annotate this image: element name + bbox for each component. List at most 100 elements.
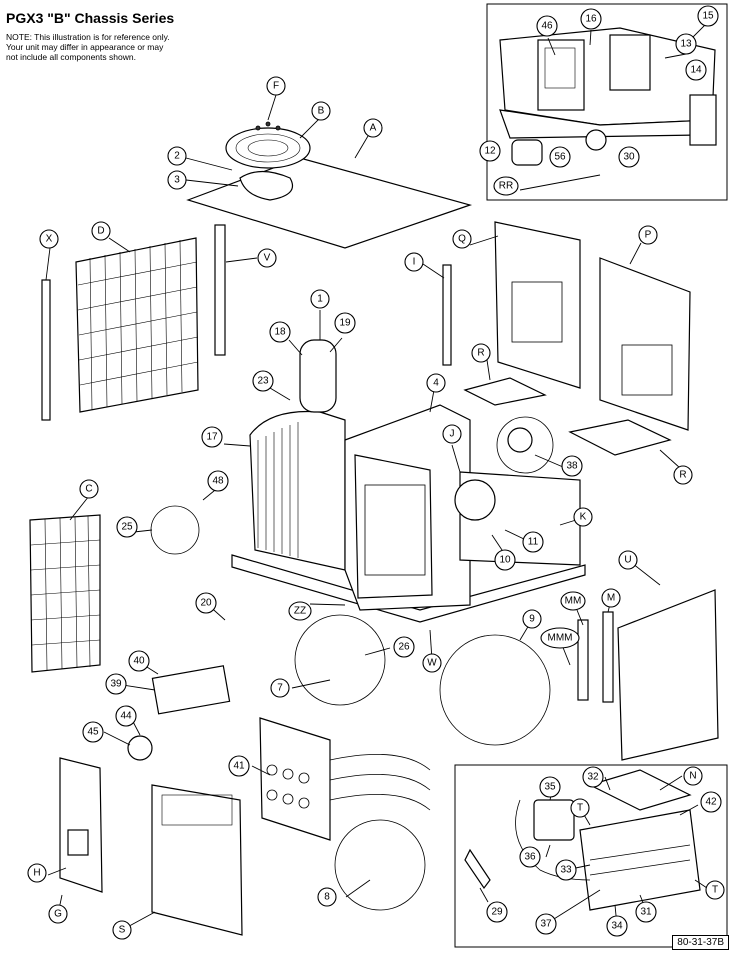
svg-text:S: S <box>119 925 126 936</box>
svg-text:23: 23 <box>257 376 269 387</box>
condenser-grilles <box>29 224 226 673</box>
svg-text:32: 32 <box>587 772 599 783</box>
callout-44: 44 <box>115 705 137 727</box>
callout-19: 19 <box>334 312 356 334</box>
svg-text:12: 12 <box>484 146 496 157</box>
detail-circles <box>150 416 554 911</box>
callout-10: 10 <box>494 549 516 571</box>
callout-V: V <box>257 248 277 268</box>
svg-text:11: 11 <box>528 537 539 548</box>
callout-14: 14 <box>685 59 707 81</box>
callout-4: 4 <box>426 373 446 393</box>
callout-3: 3 <box>167 170 187 190</box>
svg-text:36: 36 <box>524 852 536 863</box>
svg-text:C: C <box>85 484 92 495</box>
callout-41: 41 <box>228 755 250 777</box>
callout-A: A <box>363 118 383 138</box>
svg-text:10: 10 <box>499 555 511 566</box>
svg-text:31: 31 <box>640 907 652 918</box>
svg-text:25: 25 <box>121 522 133 533</box>
callout-12: 12 <box>479 140 501 162</box>
callout-C: C <box>79 479 99 499</box>
callout-B: B <box>311 101 331 121</box>
callout-MMM: MMM <box>540 627 580 649</box>
callout-2: 2 <box>167 146 187 166</box>
svg-text:45: 45 <box>87 727 99 738</box>
callout-U: U <box>618 550 638 570</box>
callout-T-1: T <box>570 798 590 818</box>
callout-15: 15 <box>697 5 719 27</box>
callout-F: F <box>266 76 286 96</box>
svg-text:44: 44 <box>120 711 132 722</box>
svg-text:14: 14 <box>690 65 702 76</box>
svg-text:39: 39 <box>110 679 122 690</box>
callout-16: 16 <box>580 8 602 30</box>
svg-text:18: 18 <box>274 327 286 338</box>
svg-text:33: 33 <box>560 865 572 876</box>
svg-text:34: 34 <box>611 921 623 932</box>
svg-text:37: 37 <box>540 919 552 930</box>
svg-text:29: 29 <box>491 907 503 918</box>
svg-text:G: G <box>54 909 62 920</box>
svg-text:Q: Q <box>458 234 466 245</box>
callout-MM: MM <box>560 591 586 611</box>
callout-7: 7 <box>270 678 290 698</box>
callout-48: 48 <box>207 470 229 492</box>
callout-34: 34 <box>606 915 628 937</box>
callout-8: 8 <box>317 887 337 907</box>
svg-text:RR: RR <box>499 181 513 192</box>
svg-text:U: U <box>624 555 631 566</box>
svg-text:16: 16 <box>585 14 597 25</box>
callout-RR: RR <box>493 176 519 196</box>
callout-56: 56 <box>549 146 571 168</box>
control-panel-inset <box>486 3 728 201</box>
callout-31: 31 <box>635 901 657 923</box>
svg-text:K: K <box>580 512 587 523</box>
svg-text:42: 42 <box>705 797 717 808</box>
svg-text:N: N <box>689 771 696 782</box>
access-panels-right <box>577 589 719 761</box>
callout-Q: Q <box>452 229 472 249</box>
svg-text:4: 4 <box>433 378 439 389</box>
callout-33: 33 <box>555 859 577 881</box>
callout-11: 11 <box>522 531 544 553</box>
callout-1: 1 <box>310 289 330 309</box>
callout-32: 32 <box>582 766 604 788</box>
svg-text:35: 35 <box>544 782 556 793</box>
svg-text:MMM: MMM <box>548 633 573 644</box>
callout-S: S <box>112 920 132 940</box>
reference-code: 80-31-37B <box>672 935 729 950</box>
svg-text:38: 38 <box>566 461 578 472</box>
callout-40: 40 <box>128 650 150 672</box>
callout-35: 35 <box>539 776 561 798</box>
callout-D: D <box>91 221 111 241</box>
svg-text:19: 19 <box>339 318 351 329</box>
diagram-note: NOTE: This illustration is for reference… <box>6 32 170 62</box>
callout-37: 37 <box>535 913 557 935</box>
top-cover-assembly <box>186 121 473 249</box>
callout-I: I <box>404 252 424 272</box>
svg-text:M: M <box>607 593 615 604</box>
callout-9: 9 <box>522 609 542 629</box>
callout-G: G <box>48 904 68 924</box>
svg-text:B: B <box>318 106 325 117</box>
callout-38: 38 <box>561 455 583 477</box>
callout-R-2: R <box>673 465 693 485</box>
diagram-title: PGX3 "B" Chassis Series <box>6 10 175 26</box>
svg-text:40: 40 <box>133 656 145 667</box>
callout-29: 29 <box>486 901 508 923</box>
svg-text:T: T <box>577 803 583 814</box>
svg-text:26: 26 <box>398 642 410 653</box>
svg-text:8: 8 <box>324 892 330 903</box>
callout-18: 18 <box>269 321 291 343</box>
callout-13: 13 <box>675 33 697 55</box>
front-panels-and-controls <box>59 665 431 936</box>
callout-42: 42 <box>700 791 722 813</box>
callout-25: 25 <box>116 516 138 538</box>
callout-P: P <box>638 225 658 245</box>
callout-23: 23 <box>252 370 274 392</box>
svg-text:J: J <box>450 429 455 440</box>
callout-26: 26 <box>393 636 415 658</box>
callout-20: 20 <box>195 592 217 614</box>
